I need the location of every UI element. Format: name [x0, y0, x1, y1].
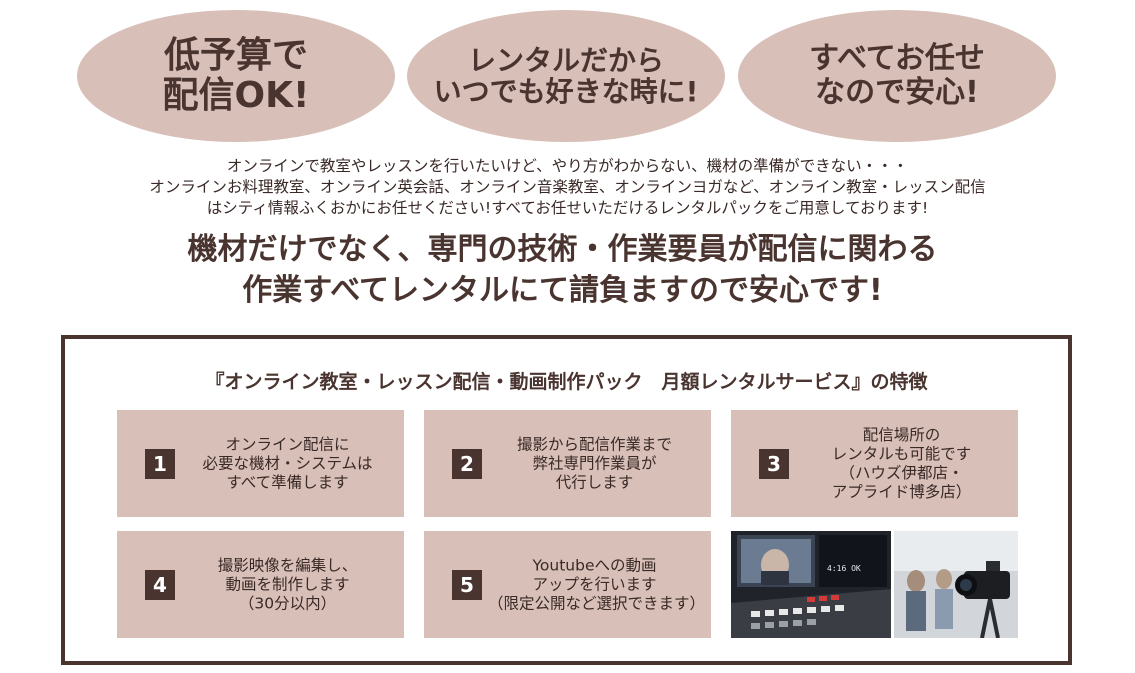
- feature-number: 4: [145, 569, 175, 600]
- features-box: 『オンライン教室・レッスン配信・動画制作パック 月額レンタルサービス』の特徴 1…: [61, 335, 1072, 665]
- intro-paragraph: オンラインで教室やレッスンを行いたいけど、やり方がわからない、機材の準備ができな…: [149, 157, 986, 217]
- feature-card-3: 3 配信場所の レンタルも可能です （ハウズ伊都店・ アプライド博多店）: [731, 410, 1018, 517]
- equipment-photos: 4:16 OK: [731, 531, 1018, 638]
- badge-text: 低予算で 配信OK!: [162, 34, 310, 116]
- badge-rental-anytime: レンタルだから いつでも好きな時に!: [407, 10, 725, 142]
- feature-text: 撮影から配信作業まで 弊社専門作業員が 代行します: [516, 435, 672, 491]
- feature-card-5: 5 Youtubeへの動画 アップを行います （限定公開など選択できます）: [424, 531, 711, 638]
- feature-card-2: 2 撮影から配信作業まで 弊社専門作業員が 代行します: [424, 410, 711, 517]
- feature-text: Youtubeへの動画 アップを行います （限定公開など選択できます）: [488, 556, 706, 612]
- feature-card-1: 1 オンライン配信に 必要な機材・システムは すべて準備します: [117, 410, 404, 517]
- feature-text: 配信場所の レンタルも可能です （ハウズ伊都店・ アプライド博多店）: [831, 425, 972, 501]
- feature-text: オンライン配信に 必要な機材・システムは すべて準備します: [202, 435, 373, 491]
- feature-number: 3: [759, 448, 789, 479]
- feature-number: 2: [452, 448, 482, 479]
- switcher-photo: 4:16 OK: [731, 531, 891, 638]
- badge-full-service: すべてお任せ なので安心!: [738, 10, 1056, 142]
- badge-low-budget: 低予算で 配信OK!: [77, 10, 395, 142]
- headline: 機材だけでなく、専門の技術・作業要員が配信に関わる 作業すべてレンタルにて請負ま…: [187, 232, 938, 308]
- badge-text: レンタルだから いつでも好きな時に!: [433, 43, 699, 108]
- badge-text: すべてお任せ なので安心!: [809, 41, 985, 110]
- camera-photo: [894, 531, 1018, 638]
- feature-badges: 低予算で 配信OK! レンタルだから いつでも好きな時に! すべてお任せ なので…: [0, 10, 1135, 145]
- feature-number: 5: [452, 569, 482, 600]
- feature-number: 1: [145, 448, 175, 479]
- feature-text: 撮影映像を編集し、 動画を制作します （30分以内）: [217, 556, 358, 612]
- monitor-readout: 4:16 OK: [827, 564, 861, 573]
- features-title: 『オンライン教室・レッスン配信・動画制作パック 月額レンタルサービス』の特徴: [205, 371, 928, 393]
- feature-card-4: 4 撮影映像を編集し、 動画を制作します （30分以内）: [117, 531, 404, 638]
